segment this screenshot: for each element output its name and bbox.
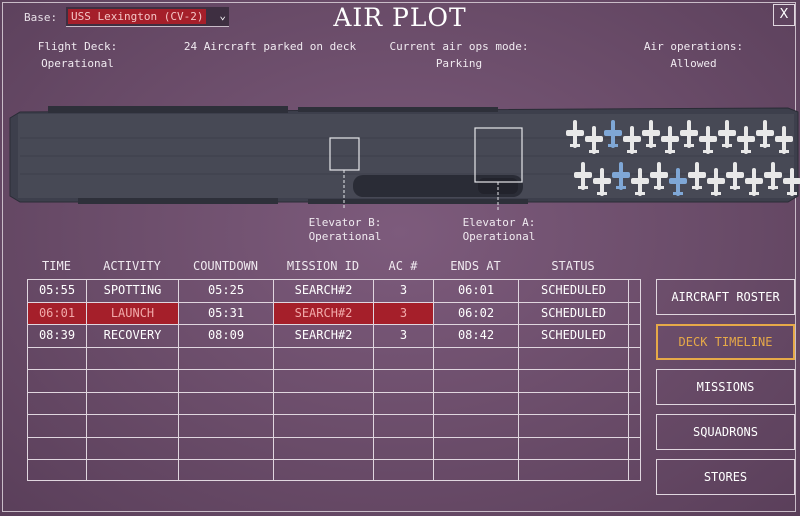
parked-aircraft-icon	[631, 168, 649, 196]
cell-time: 05:55	[38, 283, 76, 297]
elevator-b-status: Elevator B: Operational	[295, 216, 395, 244]
air-operations-label: Air operations:	[643, 40, 744, 53]
cell-time: 08:39	[38, 328, 76, 342]
deck-timeline-button[interactable]: DECK TIMELINE	[656, 324, 795, 360]
parked-aircraft-icon	[707, 168, 725, 196]
cell-activity: RECOVERY	[103, 328, 162, 342]
parked-aircraft-icon	[764, 162, 782, 190]
parked-aircraft-icon	[669, 168, 687, 196]
flight-deck-value: Operational	[41, 57, 114, 70]
cell-countdown: 05:25	[207, 283, 245, 297]
elevator-b-value: Operational	[308, 230, 382, 243]
cell-mission-id: SEARCH#2	[274, 303, 373, 324]
header-activity: ACTIVITY	[103, 259, 161, 273]
flight-deck-label: Flight Deck:	[37, 40, 118, 53]
header-countdown: COUNTDOWN	[192, 259, 259, 273]
base-label: Base:	[24, 11, 58, 24]
flight-deck-status: Flight Deck: Operational	[30, 38, 125, 72]
parked-aircraft-icon	[593, 168, 611, 196]
cell-status: SCHEDULED	[540, 328, 607, 342]
deck-timeline-table: 05:55 SPOTTING 05:25 SEARCH#2 3 06:01 SC…	[27, 279, 641, 481]
parked-aircraft-icon	[604, 120, 622, 148]
parked-aircraft-icon	[745, 168, 763, 196]
cell-ends-at: 06:01	[457, 283, 495, 297]
page-title: AIR PLOT	[333, 3, 467, 32]
base-dropdown[interactable]: USS Lexington (CV-2) ⌄	[66, 7, 229, 27]
cell-ac-count: 3	[399, 283, 408, 297]
air-operations-status: Air operations: Allowed	[636, 38, 751, 72]
elevator-a-label: Elevator A:	[462, 216, 536, 229]
elevator-a-value: Operational	[462, 230, 536, 243]
cell-countdown: 08:09	[207, 328, 245, 342]
cell-time: 06:01	[28, 303, 86, 324]
parked-aircraft-text: 24 Aircraft parked on deck	[183, 40, 357, 53]
cell-ac-count: 3	[374, 303, 433, 324]
cell-activity: SPOTTING	[103, 283, 162, 297]
parked-aircraft-icon	[566, 120, 584, 148]
cell-activity: LAUNCH	[87, 303, 178, 324]
parked-aircraft-icon	[726, 162, 744, 190]
parked-aircraft-icon	[661, 126, 679, 154]
header-status: STATUS	[551, 259, 595, 273]
close-button[interactable]: X	[773, 4, 795, 26]
parked-aircraft-icon	[680, 120, 698, 148]
header-mission-id: MISSION ID	[286, 259, 360, 273]
stores-button[interactable]: STORES	[656, 459, 795, 495]
cell-status: SCHEDULED	[540, 306, 607, 320]
cell-ac-count: 3	[399, 328, 408, 342]
parked-aircraft-icon	[783, 168, 800, 196]
parked-aircraft-icon	[699, 126, 717, 154]
parked-aircraft-icon	[585, 126, 603, 154]
header-ac-count: AC #	[388, 259, 418, 273]
parked-aircraft-icon	[574, 162, 592, 190]
air-ops-mode-value: Parking	[435, 57, 483, 70]
cell-ends-at: 08:42	[457, 328, 495, 342]
parked-aircraft-icon	[737, 126, 755, 154]
parked-aircraft-icon	[642, 120, 660, 148]
parked-aircraft-icon	[688, 162, 706, 190]
header-time: TIME	[42, 259, 71, 273]
cell-countdown: 05:31	[207, 306, 245, 320]
parked-aircraft-icon	[623, 126, 641, 154]
missions-button[interactable]: MISSIONS	[656, 369, 795, 405]
air-ops-mode-status: Current air ops mode: Parking	[384, 38, 534, 72]
cell-mission-id: SEARCH#2	[294, 328, 353, 342]
cell-ends-at: 06:02	[457, 306, 495, 320]
elevator-a-status: Elevator A: Operational	[449, 216, 549, 244]
base-dropdown-value: USS Lexington (CV-2)	[68, 9, 207, 24]
parked-aircraft-icon	[775, 126, 793, 154]
parked-aircraft-icon	[718, 120, 736, 148]
aircraft-roster-button[interactable]: AIRCRAFT ROSTER	[656, 279, 795, 315]
cell-mission-id: SEARCH#2	[294, 283, 353, 297]
parked-aircraft-icon	[756, 120, 774, 148]
parked-aircraft-icon	[650, 162, 668, 190]
elevator-b-label: Elevator B:	[308, 216, 382, 229]
carrier-deck-view	[9, 106, 800, 210]
air-ops-mode-label: Current air ops mode:	[389, 40, 529, 53]
parked-aircraft-icon	[612, 162, 630, 190]
cell-status: SCHEDULED	[540, 283, 607, 297]
header-ends-at: ENDS AT	[450, 259, 501, 273]
squadrons-button[interactable]: SQUADRONS	[656, 414, 795, 450]
air-operations-value: Allowed	[670, 57, 717, 70]
parked-aircraft-group	[566, 120, 800, 196]
chevron-down-icon: ⌄	[219, 9, 226, 22]
